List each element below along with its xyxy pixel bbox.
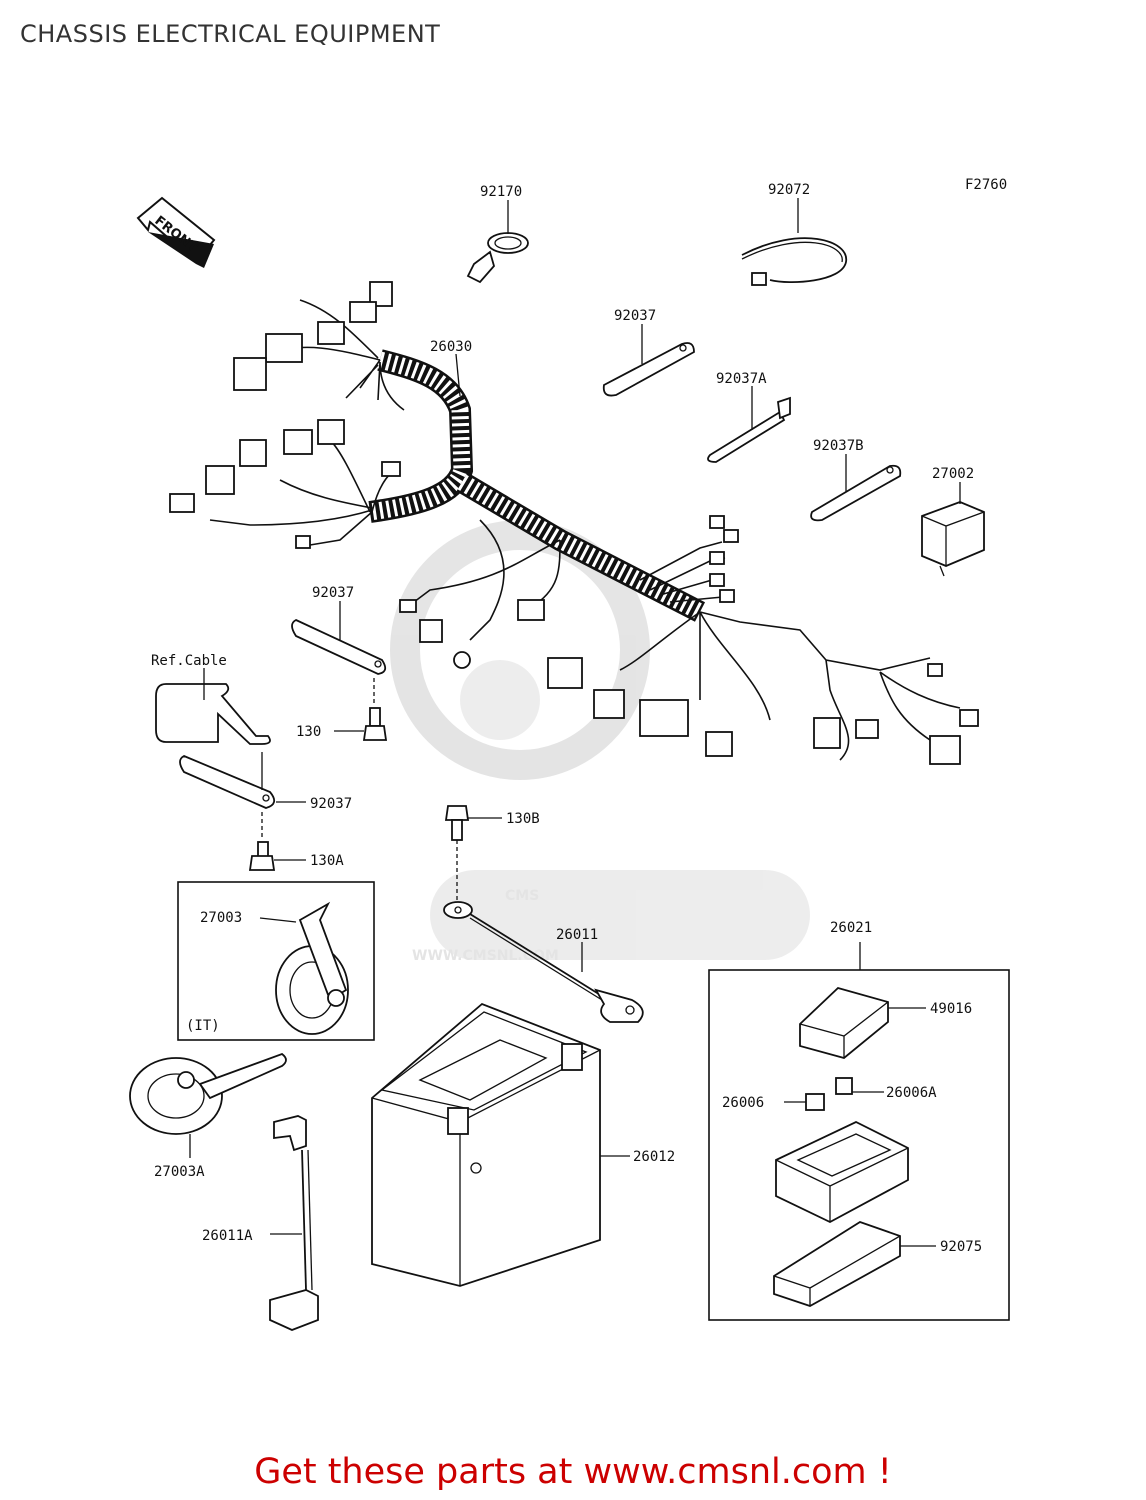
callout-92037-low: 92037	[310, 796, 352, 812]
clamp-92170-icon	[466, 200, 529, 284]
parts-diagram: CMS WWW.CMSNL.COM F2760 FRONT 92170 9207…	[129, 177, 1010, 1331]
bolt-130-icon	[334, 678, 388, 741]
callout-49016: 49016	[930, 1001, 972, 1017]
horn-27003-icon	[259, 901, 349, 1035]
promo-banner: Get these parts at www.cmsnl.com !	[254, 1452, 892, 1492]
ref-cable-icon	[155, 668, 271, 745]
callout-92037A: 92037A	[716, 371, 767, 387]
page-title: CHASSIS ELECTRICAL EQUIPMENT	[20, 20, 441, 48]
figure-code: F2760	[965, 177, 1007, 193]
callout-26021: 26021	[830, 920, 872, 936]
callout-26011A: 26011A	[202, 1228, 253, 1244]
fuse-box-body-icon	[775, 1120, 909, 1224]
callout-92170: 92170	[480, 184, 522, 200]
main-harness-26030-icon	[209, 299, 961, 761]
callout-92037B: 92037B	[813, 438, 864, 454]
callout-130A: 130A	[310, 853, 344, 869]
watermark-brand: CMS	[505, 888, 539, 904]
bolt-130A-icon	[248, 841, 306, 871]
band-92037A-icon	[707, 386, 791, 463]
it-variant-note: (IT)	[186, 1018, 220, 1034]
callout-92037-mid: 92037	[312, 585, 354, 601]
front-arrow-icon: FRONT	[136, 196, 216, 268]
cable-tie-92072-icon	[741, 198, 847, 286]
battery-cable-26011-icon	[443, 901, 644, 1023]
callout-92075: 92075	[940, 1239, 982, 1255]
harness-connectors-icon	[169, 281, 979, 765]
watermark: CMS WWW.CMSNL.COM	[390, 520, 810, 964]
callout-92037-top: 92037	[614, 308, 656, 324]
callout-26006A: 26006A	[886, 1085, 937, 1101]
callout-27003A: 27003A	[154, 1164, 205, 1180]
watermark-url: WWW.CMSNL.COM	[412, 948, 559, 964]
callout-26012: 26012	[633, 1149, 675, 1165]
relay-27002-icon	[921, 482, 985, 577]
callout-26006: 26006	[722, 1095, 764, 1111]
bolt-130B-icon	[444, 805, 502, 900]
fuse-box-lid-92075-icon	[773, 1221, 936, 1307]
callout-26011: 26011	[556, 927, 598, 943]
band-92037-mid-icon	[291, 601, 387, 675]
fuse-box-group-26021	[708, 969, 1010, 1321]
horn-27003A-icon	[129, 1052, 287, 1158]
ref-cable-label: Ref.Cable	[151, 653, 227, 669]
band-92037-icon	[602, 324, 695, 397]
callout-130: 130	[296, 724, 321, 740]
callout-27002: 27002	[932, 466, 974, 482]
callout-92072: 92072	[768, 182, 810, 198]
band-92037-low-icon	[179, 752, 306, 840]
callout-26030: 26030	[430, 339, 472, 355]
lead-26011A-icon	[269, 1115, 319, 1331]
it-variant-box	[177, 881, 375, 1041]
fuse-box-cover-49016-icon	[799, 986, 926, 1059]
battery-26012-icon	[371, 1002, 630, 1287]
fuse-26006-icon	[784, 1093, 825, 1111]
fuse-26006A-icon	[835, 1077, 884, 1095]
callout-130B: 130B	[506, 811, 540, 827]
callout-27003: 27003	[200, 910, 242, 926]
band-92037B-icon	[810, 454, 902, 522]
